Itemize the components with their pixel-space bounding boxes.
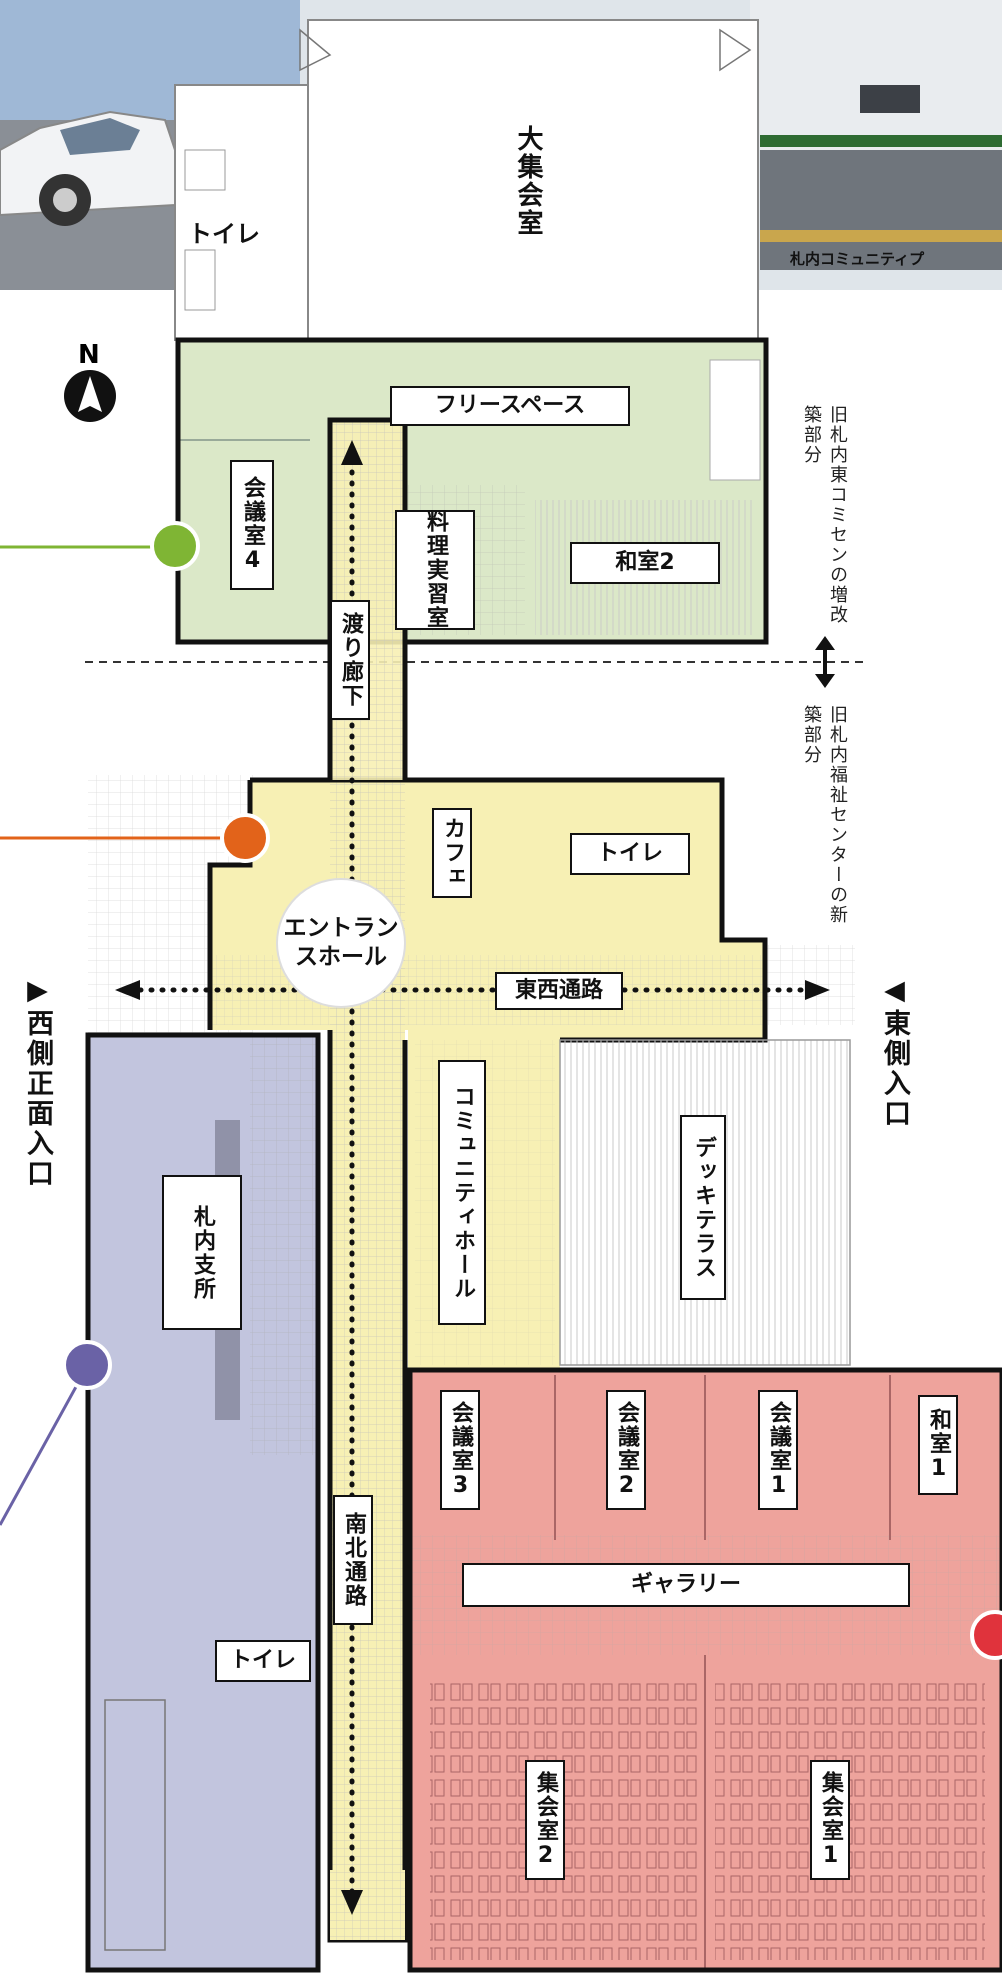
large-hall-label: 大集会室: [513, 125, 543, 237]
community-hall-label: コミュニティホール: [438, 1060, 486, 1325]
north-south-passage-label: 南北通路: [333, 1495, 373, 1625]
green-marker-dot: [150, 521, 200, 571]
deck-terrace-label: デッキテラス: [680, 1115, 726, 1300]
red-marker-dot: [970, 1610, 1002, 1660]
meeting-room-4-label: 会議室4: [230, 460, 274, 590]
free-space-label: フリースペース: [390, 386, 630, 426]
leader-lines: [0, 545, 245, 1526]
car-image: [0, 110, 182, 226]
east-west-passage-label: 東西通路: [495, 972, 623, 1010]
east-entrance-label: ◀東側入口: [879, 975, 910, 1129]
compass: N: [60, 340, 120, 422]
japanese-room-2-label: 和室2: [570, 542, 720, 584]
compass-arrow-icon: [64, 370, 116, 422]
zone-red: [407, 1367, 1002, 1973]
meeting-room-2-label: 会議室2: [606, 1390, 646, 1510]
assembly-room-1-label: 集会室1: [810, 1760, 850, 1880]
japanese-room-1-label: 和室1: [918, 1395, 958, 1495]
community-plaza-label: 札内コミュニティプ: [790, 250, 925, 268]
meeting-room-1-label: 会議室1: [758, 1390, 798, 1510]
corridor-label: 渡り廊下: [330, 600, 370, 720]
cafe-label: カフェ: [432, 808, 472, 898]
purple-marker-dot: [62, 1340, 112, 1390]
cooking-room-label: 料理実習室: [395, 510, 475, 630]
west-entrance-label: ▶西側正面入口: [22, 975, 53, 1189]
compass-north-label: N: [78, 340, 100, 370]
orange-marker-dot: [220, 813, 270, 863]
entrance-hall-label: エントランスホール: [278, 880, 404, 1006]
toilet-top-label: トイレ: [188, 220, 260, 248]
north-building: [174, 19, 759, 341]
separator-arrow-icon: [815, 636, 835, 688]
assembly-room-2-label: 集会室2: [525, 1760, 565, 1880]
old-welfare-note: 旧札内福祉センターの新築部分: [801, 705, 848, 925]
branch-office-label: 札内支所: [162, 1175, 242, 1330]
meeting-room-3-label: 会議室3: [440, 1390, 480, 1510]
old-east-note: 旧札内東コミセンの増改築部分: [801, 405, 848, 625]
gallery-label: ギャラリー: [462, 1563, 910, 1607]
toilet-west-label: トイレ: [215, 1640, 311, 1682]
toilet-mid-label: トイレ: [570, 833, 690, 875]
